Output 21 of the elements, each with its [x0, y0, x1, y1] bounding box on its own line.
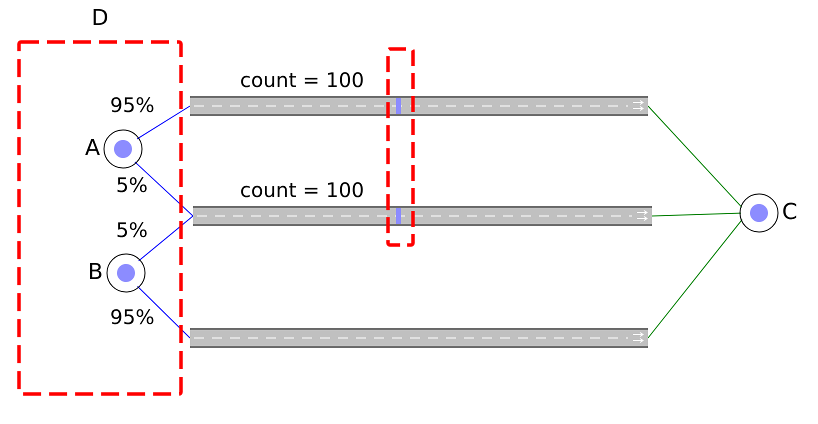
- connector-line: [134, 161, 194, 216]
- road: [190, 328, 648, 348]
- edge-label: 5%: [116, 175, 148, 195]
- count-label: count = 100: [240, 180, 364, 200]
- connector-line: [138, 216, 194, 262]
- edge-label: 5%: [116, 220, 148, 240]
- dashed-detector-box: [386, 47, 415, 247]
- connector-line: [648, 219, 743, 338]
- node-label: D: [92, 8, 108, 30]
- edge-label: 95%: [110, 307, 154, 327]
- node-label: C: [782, 202, 798, 224]
- count-label: count = 100: [240, 70, 364, 90]
- connector-line: [652, 212, 742, 216]
- connector-line: [136, 106, 190, 140]
- connector-line: [648, 106, 742, 208]
- edge-label: 95%: [110, 95, 154, 115]
- road: [193, 206, 652, 226]
- node-label: B: [88, 262, 103, 284]
- node-label: A: [84, 138, 100, 160]
- connector-line: [137, 286, 190, 338]
- road: [190, 96, 648, 116]
